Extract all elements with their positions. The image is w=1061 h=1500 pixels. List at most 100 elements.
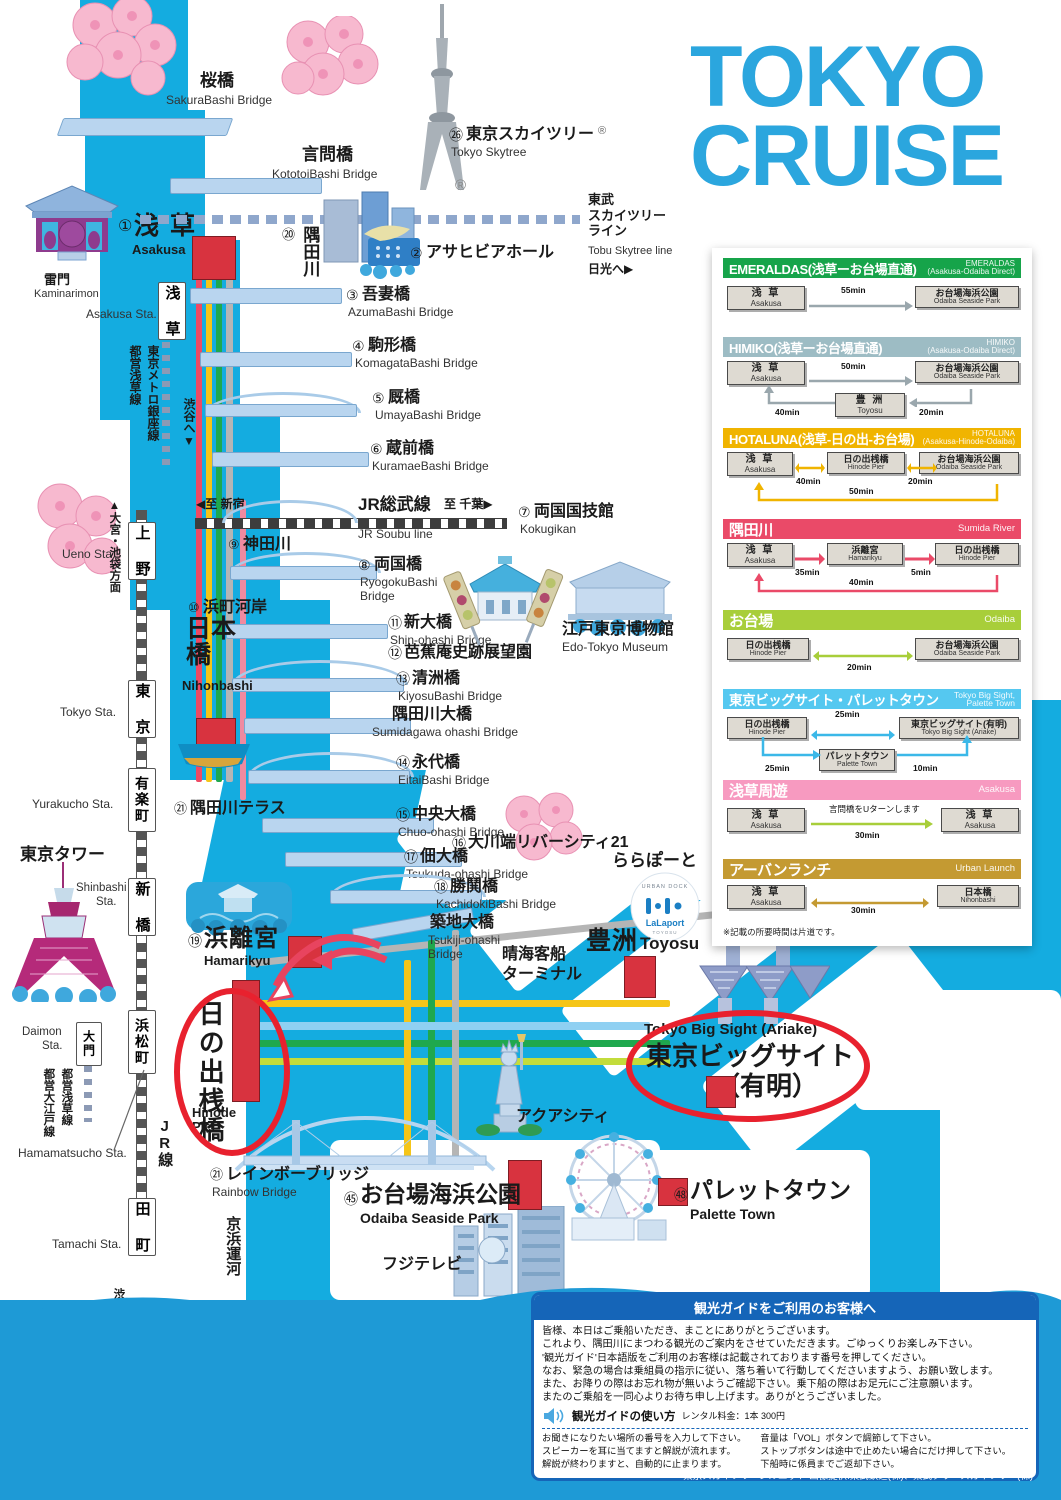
- jr-line-label: JR線: [156, 1118, 174, 1167]
- route-urban-launch-dur-0: 30min: [851, 905, 876, 915]
- terrace-number: ㉑: [174, 801, 188, 816]
- route-himiko-dur-2: 20min: [919, 407, 944, 417]
- nihonbashi-boat-icon: [178, 744, 250, 768]
- kuramae-number: ⑥: [370, 441, 383, 457]
- tokyo-tower-label: 東京タワー: [20, 845, 105, 864]
- bridge-kototoibashi: [170, 178, 322, 194]
- node-en: Asakusa: [744, 464, 776, 474]
- route-line-lime: [250, 1058, 670, 1065]
- chuo-label-jp: 中央大橋: [412, 806, 477, 823]
- route-emeraldas-en2: (Asakusa-Odaiba Direct): [927, 267, 1015, 276]
- sakura-cluster-top: [66, 0, 177, 96]
- skytree-reg-mark: ®: [455, 177, 467, 194]
- station-shinbashi[interactable]: 新 橋: [128, 878, 156, 936]
- route-himiko-header: HIMIKO(浅草ーお台場直通) HIMIKO (Asakusa-Odaiba …: [723, 337, 1021, 357]
- river-route-pink2: [240, 500, 246, 800]
- hamarikyu-garden-icon: [186, 882, 292, 936]
- nihonbashi-label-jp: 日本 橋: [186, 616, 236, 669]
- guide-howto-fee: レンタル料金：1本 300円: [681, 1411, 786, 1421]
- kokugikan-number: ⑦: [518, 504, 531, 520]
- guide-col-left-1: スピーカーを耳に当てますと解説が流れます。: [542, 1445, 736, 1456]
- sakura-cluster-kototoi: [281, 16, 379, 96]
- kokugikan-label-jp: 両国国技館: [534, 503, 615, 520]
- station-daimon-en2: Sta.: [42, 1040, 63, 1052]
- route-hotaluna-title-jp: HOTALUNA(浅草-日の出-お台場): [729, 431, 915, 447]
- kachidoki-number: ⑱: [434, 879, 448, 895]
- shinohashi-label-en: Shin-ohashi Bridge: [390, 633, 492, 647]
- route-line-green-v: [428, 940, 435, 1160]
- station-tamachi[interactable]: 田 町: [128, 1198, 156, 1256]
- node-jp: お台場海浜公園: [937, 454, 1001, 464]
- route-sumida-node-2: 日の出桟橋 Hinode Pier: [935, 543, 1019, 566]
- nihonbashi-label-en: Nihonbashi: [182, 678, 253, 693]
- node-jp: 浅 草: [745, 454, 775, 465]
- route-asakusa-cruise-diagram: 浅 草 Asakusa 浅 草 Asakusa 言問橋をUターンします 30mi…: [723, 804, 1021, 850]
- guide-columns: お聞きになりたい場所の番号を入力して下さい。 スピーカーを耳に当てますと解説が流…: [542, 1432, 1028, 1472]
- terrace-label-jp: 隅田川テラス: [190, 800, 286, 817]
- ryogoku-label-en1: RyogokuBashi: [360, 575, 438, 589]
- route-bigsight-dur-2: 10min: [913, 763, 938, 773]
- tsukiji-label-en1: Tsukiji-ohashi: [428, 933, 501, 947]
- bridge-shinohashi: [226, 624, 388, 639]
- page-title: TOKYO CRUISE: [690, 29, 1005, 199]
- station-yurakucho-label: 有楽町: [134, 776, 150, 824]
- station-hamamatsucho-label: 浜松町: [134, 1018, 150, 1066]
- guide-col-left: お聞きになりたい場所の番号を入力して下さい。 スピーカーを耳に当てますと解説が流…: [542, 1432, 746, 1472]
- kanda-number: ⑨: [228, 537, 240, 552]
- route-sumida-dur-1: 5min: [911, 567, 931, 577]
- node-en: Hinode Pier: [847, 464, 885, 472]
- route-himiko-node-1: お台場海浜公園 Odaiba Seaside Park: [915, 361, 1019, 384]
- station-asakusa[interactable]: 浅 草: [158, 282, 186, 340]
- land-ariake-south: [855, 990, 1061, 1110]
- tobu-skytree-line: [140, 215, 580, 224]
- tsukiji-label-jp: 築地大橋: [430, 914, 495, 931]
- route-urban-launch-diagram: 浅 草 Asakusa 日本橋 Nihonbashi 30min: [723, 883, 1021, 923]
- route-bigsight-node-1: 東京ビッグサイト(有明) Tokyo Big Sight (Ariake): [899, 717, 1019, 740]
- route-emeraldas-title-en: EMERALDAS (Asakusa-Odaiba Direct): [927, 260, 1015, 276]
- kuramae-label-jp: 蔵前橋: [386, 440, 435, 457]
- tobu-line-label-en: Tobu Skytree line: [588, 245, 673, 257]
- guide-paragraph-2: '観光ガイド'日本語版をご利用のお客様は記載されております番号を押してください。: [542, 1352, 932, 1364]
- route-hotaluna-arrow-2: [907, 463, 937, 473]
- shinohashi-number: ⑪: [388, 615, 402, 631]
- guide-paragraph-0: 皆様、本日はご乗船いただき、まことにありがとうございます。: [542, 1326, 836, 1337]
- route-hotaluna-dur-1: 20min: [908, 476, 933, 486]
- node-jp: 浅 草: [751, 810, 781, 821]
- bridge-chuo-ohashi: [262, 818, 434, 833]
- station-daimon[interactable]: 大門: [76, 1022, 102, 1066]
- route-himiko-en2: (Asakusa-Odaiba Direct): [927, 346, 1015, 355]
- route-bigsight-header: 東京ビッグサイト・パレットタウン Tokyo Big Sight, Palett…: [723, 689, 1021, 709]
- bashoan-label-jp: 芭蕉庵史跡展望園: [404, 644, 533, 661]
- route-asakusa-cruise-note: 言問橋をUターンします: [829, 804, 920, 814]
- guide-divider: [542, 1427, 1028, 1429]
- route-line-grey-v: [452, 930, 459, 1160]
- ryogoku-label-jp: 両国橋: [374, 556, 423, 573]
- route-himiko-node-0: 浅 草 Asakusa: [727, 361, 805, 386]
- bashoan-number: ⑫: [388, 645, 402, 661]
- toyosu-label-jp: 豊洲: [586, 927, 639, 955]
- ferris-wheel-icon: [566, 1132, 667, 1241]
- node-en: Asakusa: [750, 897, 782, 907]
- toei-asakusa2-label: 都営浅草線: [60, 1068, 73, 1126]
- station-yurakucho[interactable]: 有楽町: [128, 768, 156, 832]
- node-jp: 日の出桟橋: [745, 640, 791, 650]
- station-tokyo[interactable]: 東 京: [128, 680, 156, 738]
- nikko-direction: 日光へ▶: [588, 262, 634, 276]
- sakurabashi-label-jp: 桜橋: [200, 71, 234, 90]
- route-asakusa-cruise: 浅草周遊 Asakusa 浅 草 Asakusa 浅 草 Asakusa 言問橋…: [723, 780, 1021, 850]
- station-ueno[interactable]: 上 野: [128, 522, 156, 580]
- route-himiko-en1: HIMIKO: [986, 338, 1015, 347]
- title-line1: TOKYO: [690, 29, 986, 125]
- edo-museum-label-jp: 江戸東京博物館: [562, 621, 675, 638]
- route-sumida-dur-0: 35min: [795, 567, 820, 577]
- route-emeraldas-dur-0: 55min: [841, 285, 866, 295]
- station-hamamatsucho[interactable]: 浜松町: [128, 1010, 156, 1074]
- station-shinbashi-en2: Sta.: [96, 896, 117, 908]
- node-en: Odaiba Seaside Park: [933, 650, 1001, 658]
- route-asakusa-cruise-title-en: Asakusa: [978, 784, 1015, 796]
- hamarikyu-number: ⑲: [188, 933, 202, 949]
- route-urban-launch-node-1: 日本橋 Nihonbashi: [937, 885, 1019, 908]
- bridge-sumidagawa-ohashi: [244, 718, 411, 734]
- route-himiko-arrow-back: [764, 385, 835, 405]
- route-bigsight: 東京ビッグサイト・パレットタウン Tokyo Big Sight, Palett…: [723, 689, 1021, 773]
